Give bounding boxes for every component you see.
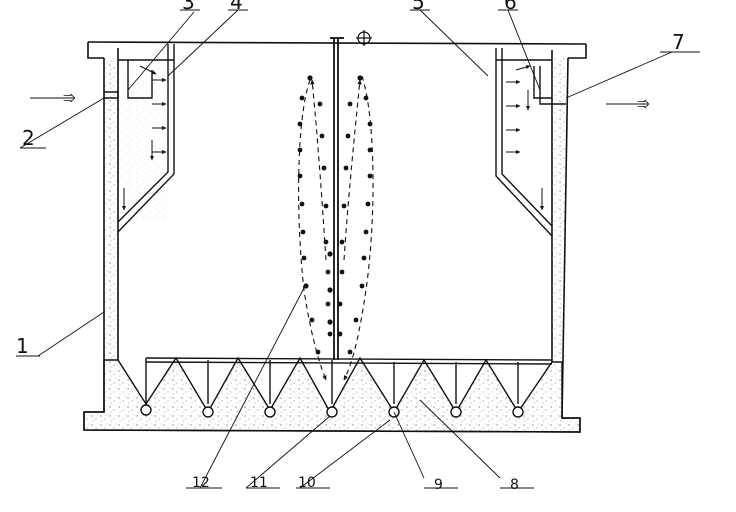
particle-dots	[297, 75, 373, 355]
callout-label-4: 4	[230, 0, 243, 14]
right-wall-sand	[552, 58, 566, 362]
callout-label-12: 12	[192, 475, 210, 491]
left-wall-sand	[104, 58, 118, 360]
right-channel-arrows	[506, 65, 544, 211]
left-channel-sand	[118, 60, 168, 220]
callout-label-3: 3	[182, 0, 195, 14]
leader-lines	[16, 9, 700, 489]
right-overflow-channel	[495, 48, 566, 237]
callout-label-10: 10	[298, 475, 316, 491]
left-channel-arrows	[122, 65, 167, 211]
central-shaft	[330, 37, 344, 360]
valve-symbol	[356, 30, 372, 46]
callout-label-8: 8	[510, 477, 519, 493]
callout-label-2: 2	[22, 126, 35, 150]
callout-label-1: 1	[16, 334, 29, 358]
callout-label-11: 11	[250, 475, 268, 491]
callout-label-6: 6	[504, 0, 517, 14]
callout-label-5: 5	[412, 0, 425, 14]
particle-loops	[298, 75, 374, 381]
distribution-pipe	[145, 357, 553, 404]
callout-label-7: 7	[672, 30, 685, 54]
callout-label-9: 9	[434, 477, 443, 493]
